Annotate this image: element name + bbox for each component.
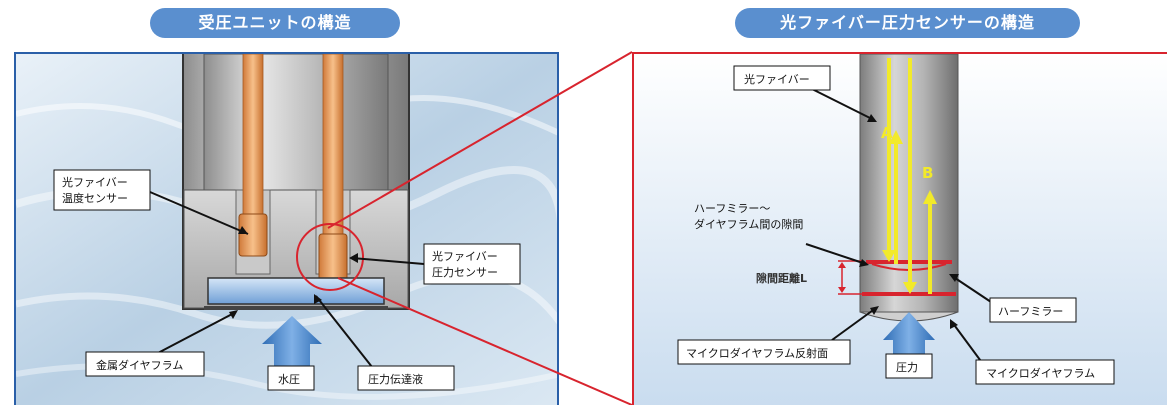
svg-text:光ファイバー: 光ファイバー xyxy=(744,72,810,86)
label-optical-fiber: 光ファイバー xyxy=(733,65,831,91)
svg-text:水圧: 水圧 xyxy=(278,373,300,386)
svg-text:光ファイバー: 光ファイバー xyxy=(432,249,498,263)
svg-text:圧力伝達液: 圧力伝達液 xyxy=(368,372,423,386)
svg-text:B: B xyxy=(922,164,933,182)
svg-text:圧力センサー: 圧力センサー xyxy=(432,266,498,279)
optical-sensor-svg: A B 隙間距離L 光ファイバー ハーフミラー～ ダイヤフラム間の隙間 ハーフミ… xyxy=(634,54,1167,405)
temperature-sensor-head xyxy=(238,213,268,257)
pressure-sensor-head xyxy=(318,233,348,281)
label-metal-diaphragm: 金属ダイヤフラム xyxy=(85,351,205,377)
optical-sensor-diagram: A B 隙間距離L 光ファイバー ハーフミラー～ ダイヤフラム間の隙間 ハーフミ… xyxy=(632,52,1167,405)
svg-text:圧力: 圧力 xyxy=(896,361,918,374)
left-panel-title: 受圧ユニットの構造 xyxy=(150,8,400,38)
label-pressure-sensor: 光ファイバー 圧力センサー xyxy=(423,243,521,285)
label-transmission-liquid: 圧力伝達液 xyxy=(357,365,455,391)
temperature-fiber xyxy=(242,54,264,215)
svg-text:温度センサー: 温度センサー xyxy=(62,191,128,205)
label-reflection-surface: マイクロダイヤフラム反射面 xyxy=(677,339,851,365)
pressure-fiber xyxy=(322,54,344,235)
svg-text:A: A xyxy=(881,124,893,142)
svg-text:マイクロダイヤフラム: マイクロダイヤフラム xyxy=(986,366,1095,380)
metal-diaphragm xyxy=(204,306,388,310)
label-pressure: 圧力 xyxy=(885,353,933,379)
right-panel-title: 光ファイバー圧力センサーの構造 xyxy=(735,8,1080,38)
gap-distance-label: 隙間距離L xyxy=(756,271,807,285)
svg-text:金属ダイヤフラム: 金属ダイヤフラム xyxy=(96,358,183,372)
sensor-housing xyxy=(182,54,410,310)
diaphragm-reflection-surface xyxy=(862,292,956,296)
label-half-mirror: ハーフミラー xyxy=(989,297,1077,323)
svg-text:ダイヤフラム間の隙間: ダイヤフラム間の隙間 xyxy=(694,217,803,231)
label-water-pressure: 水圧 xyxy=(267,365,315,391)
svg-text:マイクロダイヤフラム反射面: マイクロダイヤフラム反射面 xyxy=(686,346,828,360)
pressure-arrow xyxy=(883,312,935,364)
pressure-unit-diagram: 光ファイバー 温度センサー 光ファイバー 圧力センサー 金属ダイヤフラム 水圧 … xyxy=(14,52,559,405)
transmission-liquid xyxy=(207,277,385,305)
label-temperature-sensor: 光ファイバー 温度センサー xyxy=(53,169,151,211)
water-pressure-arrow xyxy=(262,316,322,379)
beam-b: B xyxy=(903,58,937,294)
label-mirror-gap: ハーフミラー～ ダイヤフラム間の隙間 xyxy=(694,202,803,231)
label-micro-diaphragm: マイクロダイヤフラム xyxy=(975,359,1115,385)
svg-text:ハーフミラー～: ハーフミラー～ xyxy=(694,202,770,215)
pressure-unit-svg: 光ファイバー 温度センサー 光ファイバー 圧力センサー 金属ダイヤフラム 水圧 … xyxy=(16,54,557,405)
svg-text:ハーフミラー: ハーフミラー xyxy=(998,305,1063,318)
svg-text:光ファイバー: 光ファイバー xyxy=(62,175,128,189)
beam-a: A xyxy=(881,58,903,264)
